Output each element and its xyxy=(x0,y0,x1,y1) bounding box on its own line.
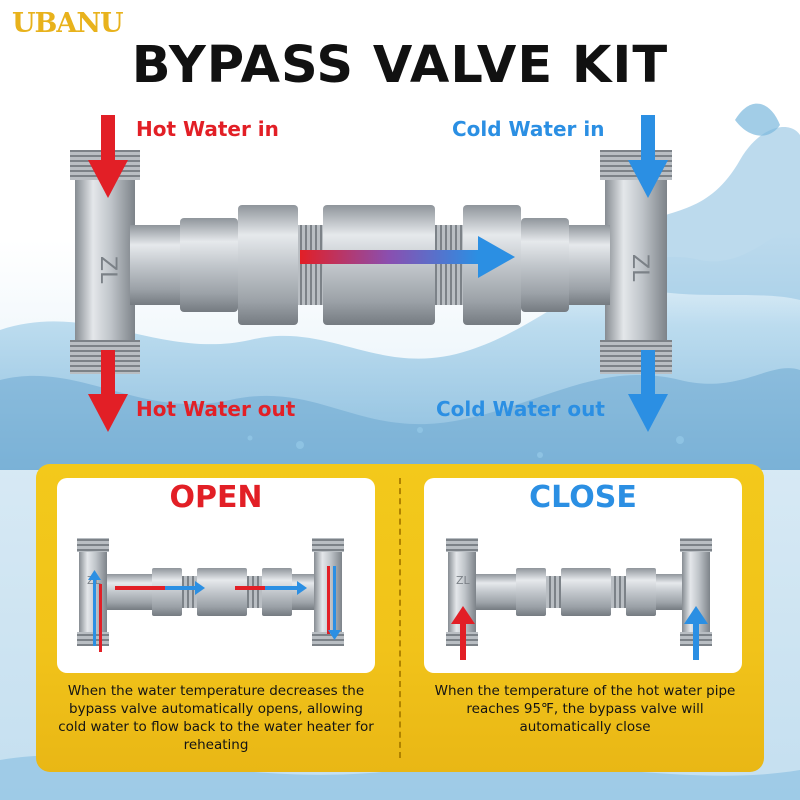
brand-logo: UBANU xyxy=(12,8,124,39)
cold-in-arrow-icon xyxy=(628,115,668,198)
left-tee-marking: ZL xyxy=(95,256,120,284)
right-tee-fitting: ZL xyxy=(565,150,672,374)
open-valve-illustration: ZL xyxy=(77,538,344,652)
hot-out-arrow-icon xyxy=(88,350,128,432)
label-cold-water-in: Cold Water in xyxy=(452,117,605,141)
close-card: CLOSE ZL xyxy=(424,478,742,673)
close-description: When the temperature of the hot water pi… xyxy=(434,683,736,735)
open-card: OPEN ZL xyxy=(57,478,375,673)
open-heading: OPEN xyxy=(169,480,263,515)
close-heading: CLOSE xyxy=(529,480,637,515)
right-tee-marking: ZL xyxy=(627,254,652,282)
close-valve-illustration: ZL xyxy=(446,538,712,660)
page-title: BYPASS VALVE KIT xyxy=(131,36,669,95)
cold-out-arrow-icon xyxy=(628,350,668,432)
open-description: When the water temperature decreases the… xyxy=(58,683,374,753)
left-tee-fitting: ZL xyxy=(70,150,180,374)
label-cold-water-out: Cold Water out xyxy=(436,397,605,421)
label-hot-water-in: Hot Water in xyxy=(136,117,279,141)
flow-arrow-icon xyxy=(300,236,515,278)
bypass-valve-illustration: ZL ZL xyxy=(70,115,672,432)
valve-center-body xyxy=(180,205,569,325)
hot-in-arrow-icon xyxy=(88,115,128,198)
label-hot-water-out: Hot Water out xyxy=(136,397,296,421)
panel-divider xyxy=(399,478,401,758)
close-marking: ZL xyxy=(456,574,471,587)
